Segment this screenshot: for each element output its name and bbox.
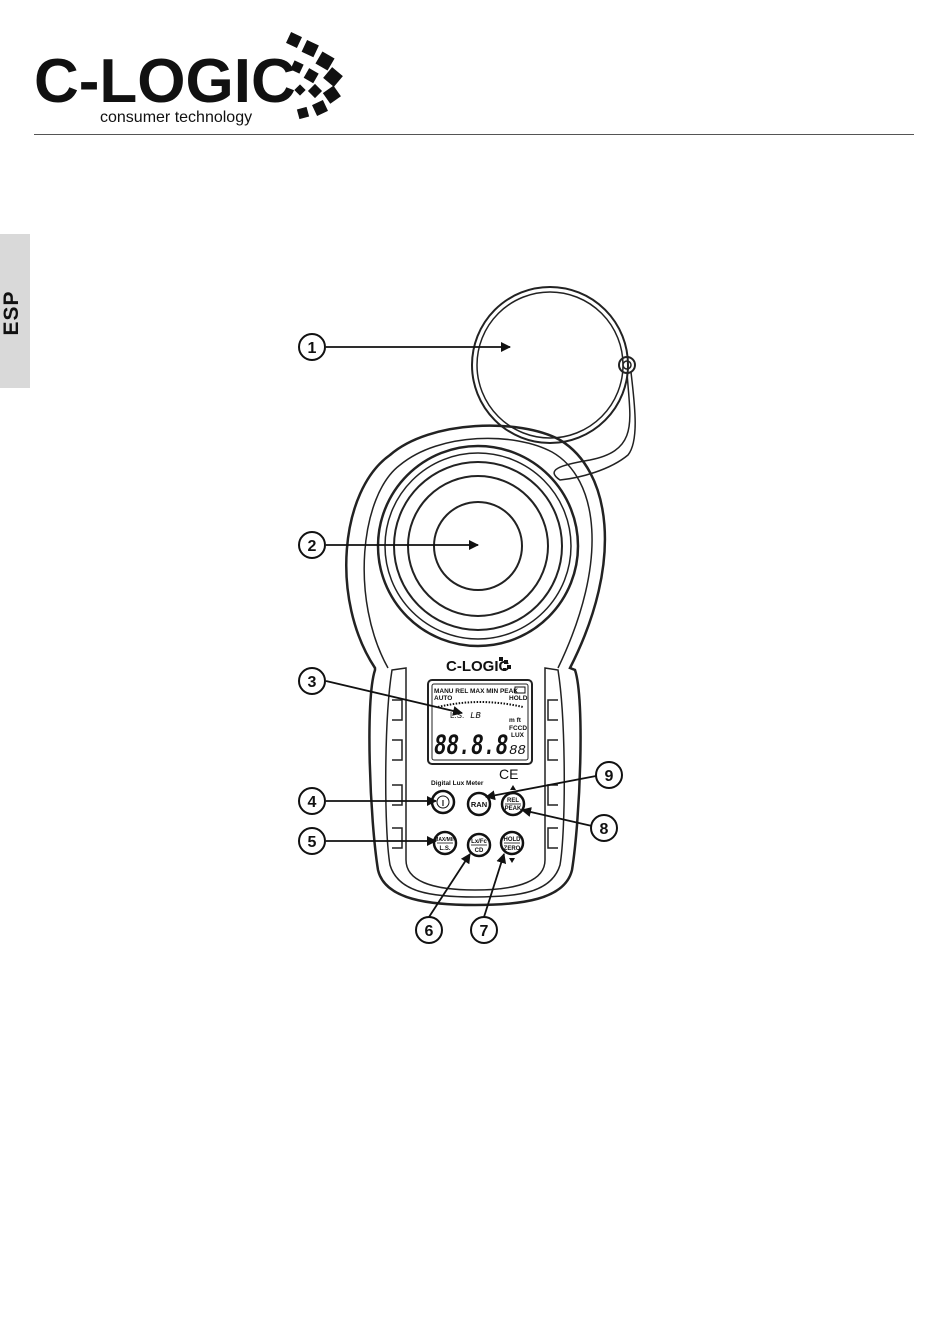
ls-label: L.S.	[439, 846, 450, 852]
callout-6: 6	[416, 917, 442, 943]
maxmin-label: MAX/MIN	[434, 837, 456, 843]
svg-text:9: 9	[605, 768, 614, 785]
maxmin-button[interactable]: MAX/MIN L.S.	[434, 832, 456, 854]
lcd-small-digits: LB	[470, 711, 481, 721]
peak-label: PEAK	[505, 806, 522, 812]
ce-mark: CE	[499, 766, 518, 782]
svg-text:8: 8	[600, 821, 609, 838]
callout-2: 2	[299, 532, 325, 558]
lcd-main-digits: 88.8.8	[434, 730, 508, 764]
lcd-mode-row: MANU REL MAX MIN PEAK	[434, 688, 518, 695]
power-symbol: I	[442, 799, 444, 808]
lcd-sub-digits: 88	[509, 743, 526, 759]
callout-5: 5	[299, 828, 325, 854]
callout-8: 8	[591, 815, 617, 841]
lcd-display: MANU REL MAX MIN PEAK AUTO HOLD L.S. LB …	[428, 680, 532, 764]
callout-3: 3	[299, 668, 325, 694]
svg-text:7: 7	[480, 923, 489, 940]
lcd-auto-label: AUTO	[434, 695, 452, 702]
zero-label: ZERO	[504, 846, 521, 852]
unit-button[interactable]: Lx/Fc CD	[468, 834, 490, 856]
lcd-bargraph	[438, 702, 523, 707]
lcd-hold-label: HOLD	[509, 695, 528, 702]
callout-4: 4	[299, 788, 325, 814]
up-arrow-icon	[510, 785, 516, 790]
lcd-units-fc-cd: FCCD	[509, 725, 527, 732]
callout-7: 7	[471, 917, 497, 943]
lcd-units-lux: LUX	[511, 732, 525, 739]
cd-label: CD	[475, 848, 484, 854]
callout-1: 1	[299, 334, 325, 360]
range-label: RAN	[471, 800, 487, 809]
callout-9: 9	[596, 762, 622, 788]
hold-zero-button[interactable]: HOLD ZERO	[501, 832, 523, 863]
light-sensor	[378, 446, 578, 646]
svg-text:2: 2	[308, 538, 317, 555]
rel-label: REL	[507, 798, 519, 804]
svg-text:1: 1	[308, 340, 317, 357]
hold-label: HOLD	[504, 837, 522, 843]
power-button[interactable]: I	[432, 791, 454, 813]
svg-text:3: 3	[308, 674, 317, 691]
lx-fc-label: Lx/Fc	[471, 839, 487, 845]
lcd-units-distance: m ft	[509, 717, 522, 724]
callout-leaders	[326, 347, 596, 917]
svg-text:5: 5	[308, 834, 317, 851]
svg-text:4: 4	[308, 794, 317, 811]
down-arrow-icon	[509, 858, 515, 863]
svg-text:6: 6	[425, 923, 434, 940]
model-label: Digital Lux Meter	[431, 780, 484, 787]
sensor-cap	[472, 287, 635, 480]
